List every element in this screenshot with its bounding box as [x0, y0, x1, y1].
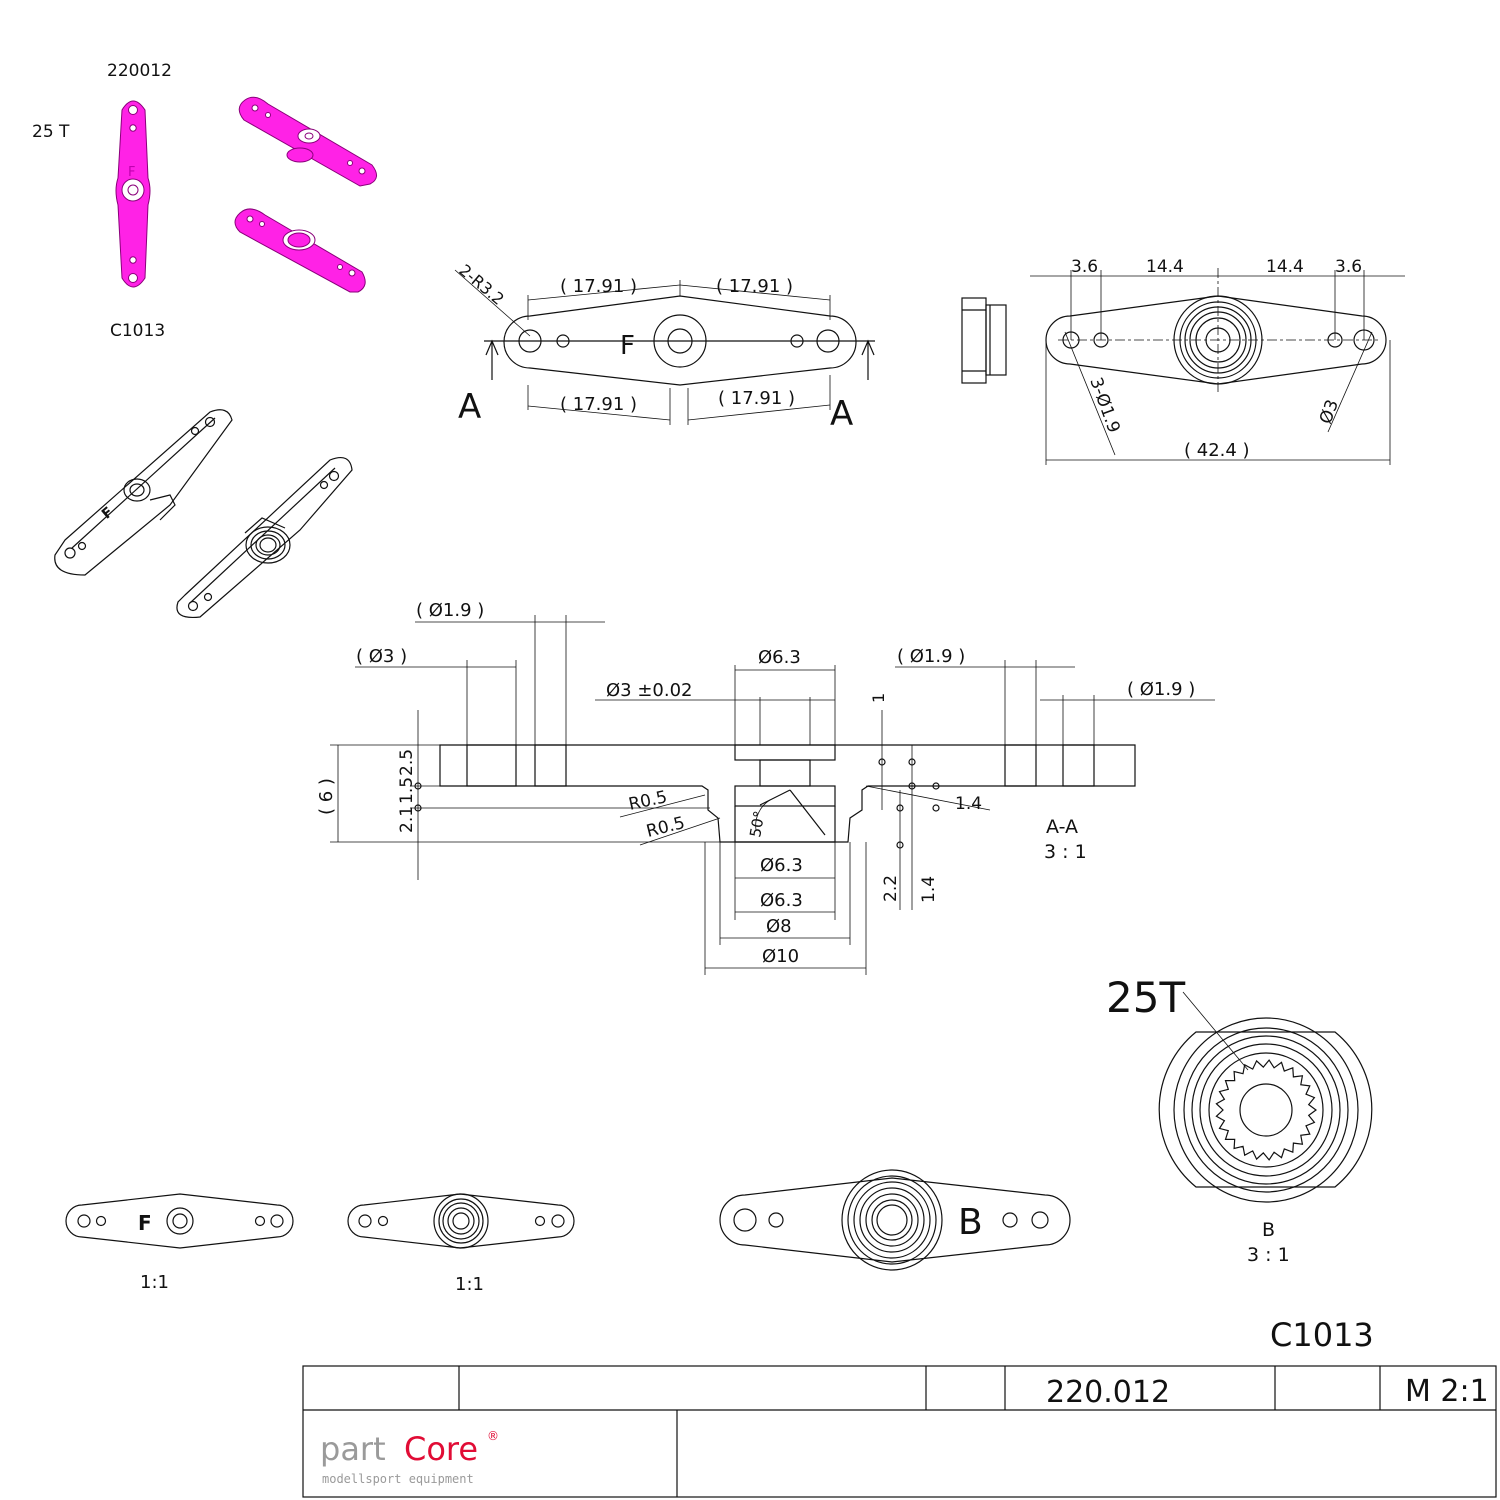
- part-number-top: 220012: [107, 61, 172, 81]
- dim-1-4-b: 1.4: [919, 876, 939, 903]
- top-dim-1: ( 17.91 ): [560, 276, 637, 297]
- iso-arm-right: [176, 457, 353, 619]
- dia-3-tol: Ø3 ±0.02: [606, 680, 693, 701]
- title-scale: M 2:1: [1405, 1374, 1489, 1409]
- dim-1-4-a: 1.4: [955, 794, 982, 814]
- small-arm-letter: F: [138, 1211, 152, 1235]
- angle: 50°: [746, 809, 768, 838]
- pink-arm-front: F: [115, 100, 151, 288]
- logo-reg: ®: [487, 1429, 499, 1443]
- dia-3: ( Ø3 ): [356, 646, 407, 667]
- right-total: ( 42.4 ): [1184, 440, 1250, 461]
- arm-letter-top: F: [620, 331, 635, 361]
- h-1-5: 1.5: [397, 777, 417, 804]
- scale-left: 1:1: [140, 1272, 169, 1293]
- iso-arm-left: F: [54, 409, 233, 576]
- top-dim-2: ( 17.91 ): [716, 276, 793, 297]
- right-big-hole: Ø3: [1316, 397, 1343, 427]
- h-2-5: 2.5: [397, 749, 417, 776]
- section-label-right: A: [830, 394, 853, 434]
- right-dim-3: 14.4: [1266, 257, 1304, 277]
- scale-mid: 1:1: [455, 1274, 484, 1295]
- top-dim-3: ( 17.91 ): [560, 394, 637, 415]
- detail-teeth: 25T: [1106, 973, 1185, 1022]
- title-block: 220.012 M 2:1 part Core ® modellsport eq…: [302, 1365, 1497, 1498]
- detail-callout: B: [958, 1202, 983, 1243]
- right-top-view: 3.6 14.4 14.4 3.6 3-Ø1.9 Ø3 ( 42.4 ): [1030, 257, 1405, 465]
- right-hole-label: 3-Ø1.9: [1085, 375, 1123, 436]
- svg-text:F: F: [128, 165, 135, 180]
- pink-arm-iso-top: [238, 96, 377, 187]
- dia-1-9-c: ( Ø1.9 ): [1127, 679, 1195, 700]
- detail-title: B: [1262, 1219, 1275, 1241]
- section-label-left: A: [458, 387, 481, 427]
- top-dim-4: ( 17.91 ): [718, 388, 795, 409]
- top-view: F ( 17.91 ) ( 17.91 ) ( 17.91 ) ( 17.91 …: [454, 261, 875, 434]
- dia-6-3-c: Ø6.3: [760, 890, 803, 911]
- dia-10: Ø10: [762, 946, 799, 967]
- top-radius: 2-R3.2: [455, 261, 507, 309]
- title-code: C1013: [1270, 1316, 1374, 1354]
- dim-2-2: 2.2: [881, 875, 901, 902]
- small-view-mid: 1:1: [347, 1193, 575, 1295]
- dim-1: 1: [869, 693, 888, 703]
- section-view: ( Ø1.9 ) ( Ø3 ) Ø6.3 Ø3 ±0.02 ( Ø1.9 ) (…: [316, 600, 1215, 975]
- dia-6-3-b: Ø6.3: [760, 855, 803, 876]
- section-scale: 3 : 1: [1044, 841, 1087, 863]
- dia-6-3-top: Ø6.3: [758, 647, 801, 668]
- right-dim-4: 3.6: [1335, 257, 1362, 277]
- r-a: R0.5: [627, 787, 669, 815]
- dia-1-9-b: ( Ø1.9 ): [897, 646, 965, 667]
- section-title: A-A: [1046, 816, 1078, 838]
- detail-scale: 3 : 1: [1247, 1244, 1290, 1266]
- logo-tagline: modellsport equipment: [322, 1472, 474, 1486]
- logo-part: part: [320, 1430, 386, 1468]
- dia-1-9-a: ( Ø1.9 ): [416, 600, 484, 621]
- r-b: R0.5: [644, 813, 687, 842]
- height-total: ( 6 ): [316, 778, 337, 815]
- side-hub-view: [961, 297, 1007, 384]
- teeth-label: 25 T: [32, 122, 70, 142]
- drawing-number: 220.012: [1046, 1375, 1170, 1410]
- dia-8: Ø8: [766, 916, 792, 937]
- pink-arm-iso-bottom: [234, 208, 366, 293]
- logo-core: Core: [404, 1430, 478, 1468]
- variant-code: C1013: [110, 321, 165, 341]
- large-view-b: B: [719, 1169, 1071, 1271]
- svg-text:F: F: [99, 504, 117, 522]
- small-view-left: F 1:1: [65, 1193, 294, 1293]
- h-2-1: 2.1: [397, 806, 417, 833]
- right-dim-1: 3.6: [1071, 257, 1098, 277]
- detail-b: 25T B 3 : 1: [1106, 973, 1373, 1266]
- right-dim-2: 14.4: [1146, 257, 1184, 277]
